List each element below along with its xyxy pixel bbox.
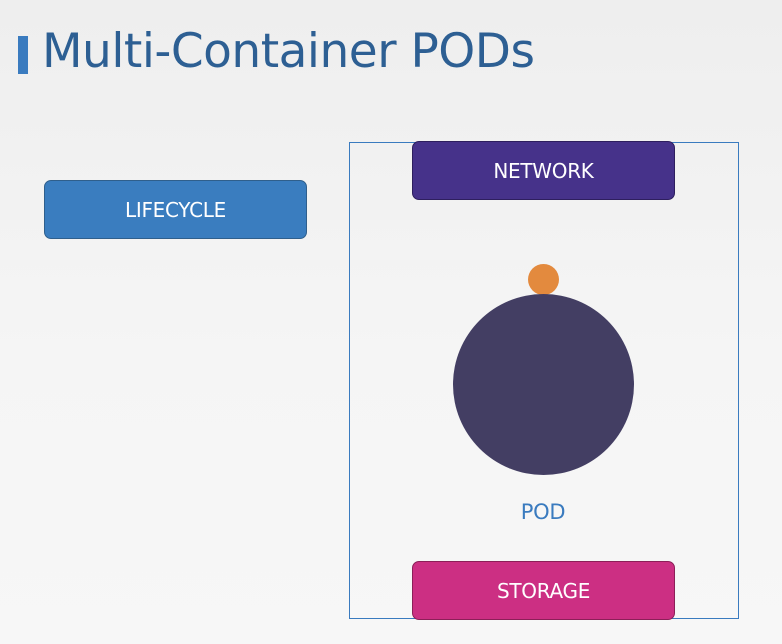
storage-label: STORAGE	[496, 578, 591, 603]
page-title: Multi-Container PODs	[42, 24, 535, 79]
network-label: NETWORK	[493, 158, 594, 183]
storage-box: STORAGE	[412, 561, 675, 620]
title-accent-bar	[18, 36, 28, 74]
pod-circle	[453, 294, 634, 475]
pod-label: POD	[520, 500, 566, 524]
network-box: NETWORK	[412, 141, 675, 200]
container-dot	[528, 264, 559, 295]
lifecycle-box: LIFECYCLE	[44, 180, 307, 239]
lifecycle-label: LIFECYCLE	[125, 197, 226, 222]
